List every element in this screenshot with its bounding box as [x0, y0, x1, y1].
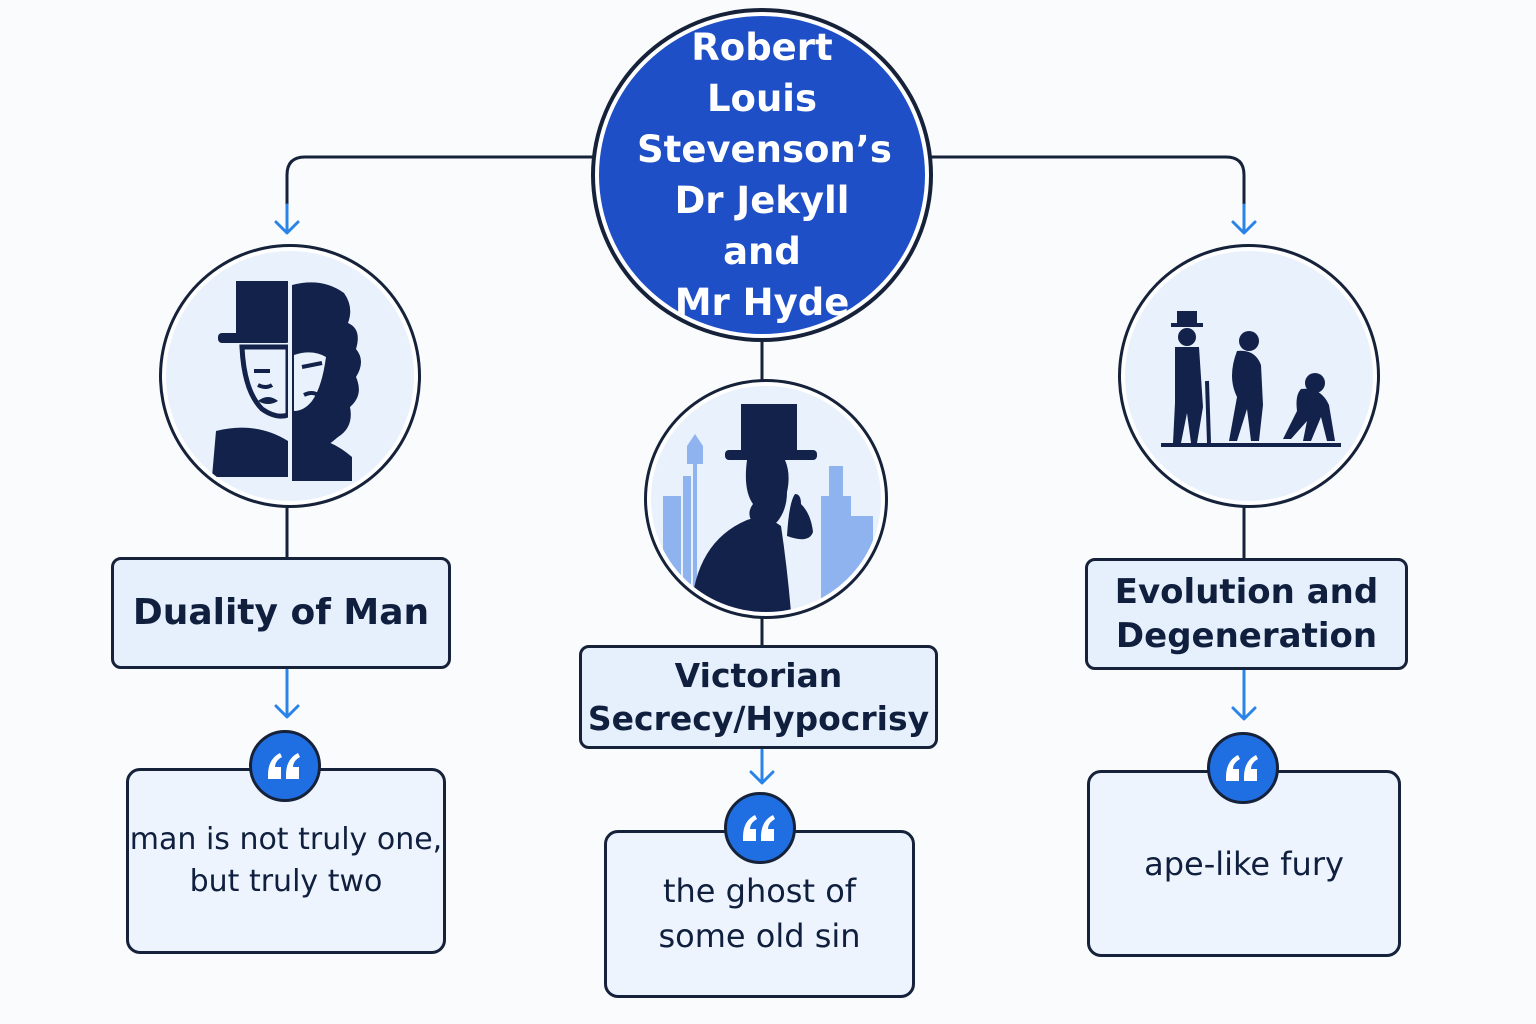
connector-center-to-duality — [285, 155, 595, 228]
arrow-to-evolution-icon — [1231, 203, 1257, 235]
theme-label-evolution-and-degeneration: Evolution and Degeneration — [1114, 572, 1379, 656]
victorian-gentleman-silhouette-icon — [647, 382, 885, 616]
quote-text-duality: man is not truly one, but truly two — [129, 822, 443, 899]
quote-box-duality: man is not truly one, but truly two — [126, 768, 446, 954]
central-topic-title: Robert Louis Stevenson’s Dr Jekyll and M… — [637, 26, 892, 324]
arrow-to-evolution-quote — [1231, 668, 1257, 721]
quote-text-evolution: ape-like fury — [1144, 844, 1344, 883]
central-topic-node: Robert Louis Stevenson’s Dr Jekyll and M… — [595, 12, 929, 338]
quotation-mark-icon — [724, 792, 796, 864]
connector-center-to-evolution — [929, 155, 1246, 228]
arrow-to-duality-quote — [274, 668, 300, 719]
theme-box-evolution-and-degeneration: Evolution and Degeneration — [1085, 558, 1408, 670]
theme-label-duality-of-man: Duality of Man — [132, 592, 430, 633]
theme-box-victorian-secrecy: Victorian Secrecy/Hypocrisy — [579, 645, 938, 749]
quotation-mark-icon — [1207, 732, 1279, 804]
jekyll-hyde-split-face-icon — [162, 247, 418, 505]
theme-box-duality-of-man: Duality of Man — [111, 557, 451, 669]
arrow-to-duality-icon — [274, 203, 300, 235]
quotation-mark-icon — [249, 730, 321, 802]
arrow-to-victorian-quote — [749, 748, 775, 785]
quote-text-victorian: the ghost of some old sin — [658, 872, 861, 955]
theme-label-victorian-secrecy: Victorian Secrecy/Hypocrisy — [587, 656, 930, 738]
evolution-silhouettes-icon — [1121, 247, 1377, 505]
